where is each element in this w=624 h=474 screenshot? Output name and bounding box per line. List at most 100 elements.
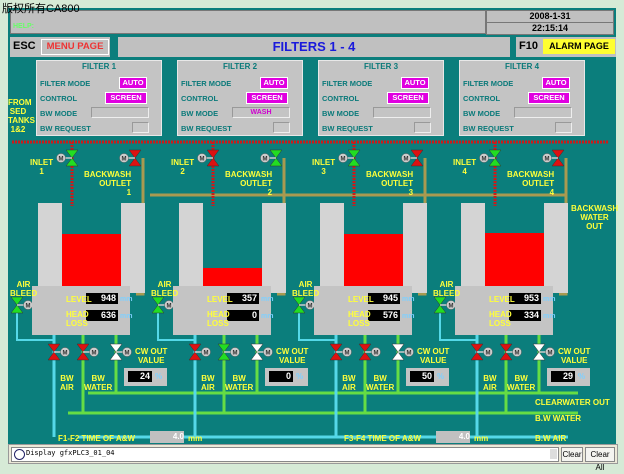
esc-key-label: ESC <box>13 40 36 52</box>
bw-water-valve[interactable] <box>76 343 90 361</box>
f10-key-label: F10 <box>519 40 538 52</box>
alarm-page-group: F10 ALARM PAGE <box>516 37 616 57</box>
air-bleed-valve[interactable] <box>433 296 447 314</box>
svg-text:M: M <box>449 304 454 310</box>
filter-mode-label: FILTER MODE <box>40 79 91 88</box>
head-loss-label: HEAD LOSS <box>66 310 89 328</box>
bw-air-valve[interactable] <box>188 343 202 361</box>
bw-request-button[interactable] <box>132 122 149 133</box>
inlet-valve[interactable] <box>488 149 502 167</box>
head-loss-unit: mm <box>120 313 133 320</box>
motor-icon: M <box>60 347 70 357</box>
bw-water-label: BW WATER <box>84 374 113 392</box>
bw-request-label: BW REQUEST <box>181 124 232 133</box>
level-label: LEVEL <box>348 295 374 304</box>
message-scrollbar[interactable] <box>550 449 557 459</box>
bw-air-valve[interactable] <box>47 343 61 361</box>
cw-out-valve[interactable] <box>532 343 546 361</box>
cw-out-percent: % <box>437 372 445 381</box>
timer-f1-f2-label: F1-F2 TIME OF A&W <box>58 434 136 443</box>
level-unit: mm <box>543 296 556 303</box>
control-label: CONTROL <box>463 94 501 103</box>
bw-water-valve[interactable] <box>499 343 513 361</box>
svg-text:M: M <box>263 157 268 163</box>
filter-mode-button[interactable]: AUTO <box>401 77 429 89</box>
inlet-valve[interactable] <box>347 149 361 167</box>
help-label: HELP: <box>13 23 34 30</box>
cw-out-display: 0 <box>269 371 293 382</box>
air-bleed-label: AIR BLEED <box>292 280 320 298</box>
menu-page-group: ESC MENU PAGE <box>10 37 110 57</box>
filter-mode-button[interactable]: AUTO <box>119 77 147 89</box>
level-unit: mm <box>120 296 133 303</box>
alarm-page-button[interactable]: ALARM PAGE <box>543 39 615 54</box>
head-loss-display: 334 <box>509 310 541 321</box>
inlet-label: INLET 3 <box>312 158 336 176</box>
air-bleed-label: AIR BLEED <box>10 280 38 298</box>
info-icon <box>14 449 25 460</box>
bw-request-button[interactable] <box>414 122 431 133</box>
air-bleed-valve[interactable] <box>10 296 24 314</box>
svg-text:M: M <box>59 157 64 163</box>
backwash-outlet-valve[interactable] <box>551 149 565 167</box>
bw-water-outlet-label: B.W WATER <box>535 414 582 423</box>
bw-water-valve[interactable] <box>217 343 231 361</box>
bw-request-label: BW REQUEST <box>463 124 514 133</box>
backwash-water-out-label: BACKWASH WATER OUT <box>571 204 619 231</box>
air-bleed-valve[interactable] <box>151 296 165 314</box>
cw-out-valve[interactable] <box>391 343 405 361</box>
control-button[interactable]: SCREEN <box>105 92 147 104</box>
bw-mode-label: BW MODE <box>40 109 78 118</box>
timer-f3-f4-label: F3-F4 TIME OF A&W <box>344 434 422 443</box>
backwash-outlet-valve[interactable] <box>269 149 283 167</box>
tank-left-wall <box>461 203 485 293</box>
backwash-outlet-valve[interactable] <box>128 149 142 167</box>
motor-icon: M <box>479 153 489 163</box>
inlet-label: INLET 4 <box>453 158 477 176</box>
cw-out-value-label: CW OUT VALUE <box>276 347 309 365</box>
svg-text:M: M <box>407 351 412 357</box>
head-loss-display: 576 <box>368 310 400 321</box>
bw-request-button[interactable] <box>273 122 290 133</box>
message-field[interactable]: Display gfxPLC3_01_04 <box>11 447 559 462</box>
level-label: LEVEL <box>66 295 92 304</box>
backwash-outlet-label: BACKWASH OUTLET 3 <box>366 170 414 197</box>
air-bleed-valve[interactable] <box>292 296 306 314</box>
backwash-outlet-valve[interactable] <box>410 149 424 167</box>
status-bar: Display gfxPLC3_01_04 Clear Clear All <box>8 444 618 472</box>
bw-water-valve[interactable] <box>358 343 372 361</box>
filter-title: FILTER 3 <box>363 62 399 71</box>
filter-title: FILTER 1 <box>81 62 117 71</box>
bw-request-button[interactable] <box>555 122 572 133</box>
filter-mode-button[interactable]: AUTO <box>542 77 570 89</box>
head-loss-unit: mm <box>402 313 415 320</box>
level-unit: mm <box>261 296 274 303</box>
bw-air-valve[interactable] <box>470 343 484 361</box>
control-button[interactable]: SCREEN <box>528 92 570 104</box>
tank-right-wall <box>121 203 145 293</box>
bw-air-valve[interactable] <box>329 343 343 361</box>
inlet-valve[interactable] <box>206 149 220 167</box>
filter-title: FILTER 2 <box>222 62 258 71</box>
clear-all-button[interactable]: Clear All <box>585 447 615 472</box>
control-button[interactable]: SCREEN <box>387 92 429 104</box>
bw-air-label: BW AIR <box>483 374 497 392</box>
cw-out-valve[interactable] <box>109 343 123 361</box>
control-button[interactable]: SCREEN <box>246 92 288 104</box>
cw-out-valve[interactable] <box>250 343 264 361</box>
menu-page-button[interactable]: MENU PAGE <box>41 39 109 55</box>
motor-icon: M <box>545 347 555 357</box>
motor-icon: M <box>338 153 348 163</box>
tank-water-level <box>62 233 121 288</box>
bw-air-label: BW AIR <box>342 374 356 392</box>
control-label: CONTROL <box>40 94 78 103</box>
filter-mode-button[interactable]: AUTO <box>260 77 288 89</box>
inlet-valve[interactable] <box>65 149 79 167</box>
head-loss-label: HEAD LOSS <box>348 310 371 328</box>
timer-f1-f2-value: 4.0 <box>150 431 184 443</box>
clear-button[interactable]: Clear <box>561 447 583 462</box>
level-unit: mm <box>402 296 415 303</box>
svg-text:M: M <box>200 157 205 163</box>
